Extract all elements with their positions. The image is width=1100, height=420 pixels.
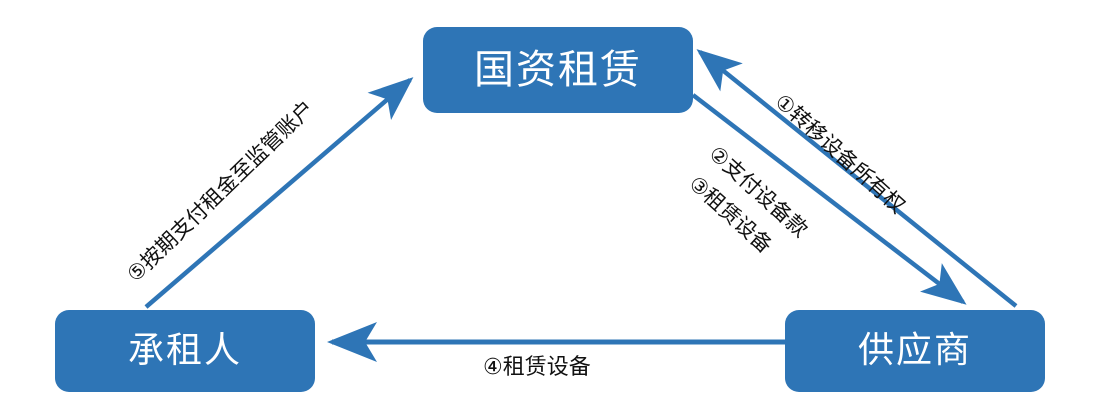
node-lessee[interactable]: 承租人 [55, 310, 315, 392]
node-supplier[interactable]: 供应商 [785, 310, 1045, 392]
connector-edge-5 [144, 77, 414, 309]
node-leasing[interactable]: 国资租赁 [423, 27, 693, 113]
node-lessee-label: 承租人 [127, 330, 242, 371]
node-supplier-label: 供应商 [857, 330, 972, 371]
connector-edge-2-3 [691, 93, 967, 305]
edge-label-4: ④租赁设备 [483, 355, 591, 380]
node-leasing-label: 国资租赁 [474, 47, 642, 93]
